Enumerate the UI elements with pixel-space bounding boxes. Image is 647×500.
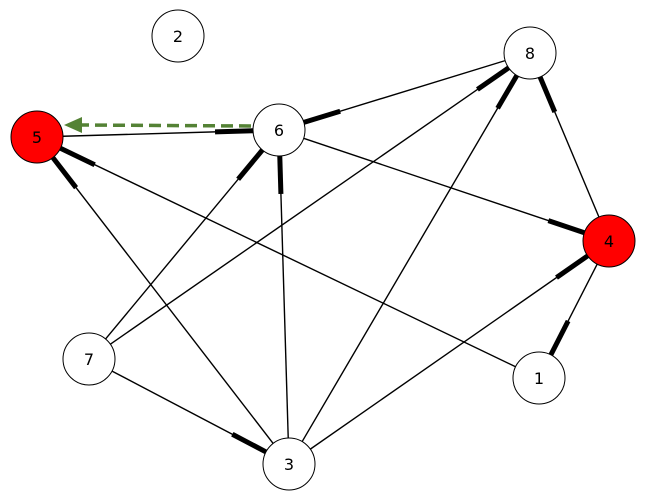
edge-weight-mark [475, 65, 511, 92]
node-label: 8 [525, 44, 535, 63]
node-circle [151, 9, 205, 63]
edge-8-7 [109, 65, 511, 345]
edge-4-3 [309, 253, 590, 450]
edge-weight-mark [548, 319, 571, 356]
node-circle [503, 26, 557, 80]
node-6[interactable]: 6 [252, 103, 306, 157]
edge-5-1 [59, 145, 516, 368]
edge-weight-mark [231, 432, 268, 455]
edge-weight-mark [495, 74, 520, 110]
nodes-layer: 1 2 3 4 5 6 7 8 [10, 9, 636, 491]
edge-weight-mark [547, 218, 586, 236]
node-3[interactable]: 3 [262, 437, 316, 491]
edge-6-8 [303, 59, 506, 125]
edge-6-7 [105, 148, 265, 340]
node-circle [252, 103, 306, 157]
edge-8-3 [301, 74, 520, 442]
node-label: 4 [604, 232, 614, 251]
node-circle [512, 351, 566, 405]
node-label: 2 [173, 27, 183, 46]
edge-weight-mark [236, 148, 265, 181]
node-label: 1 [534, 369, 544, 388]
node-circle [582, 214, 636, 268]
node-7[interactable]: 7 [62, 332, 116, 386]
node-2[interactable]: 2 [151, 9, 205, 63]
edges-layer [50, 59, 600, 455]
edge-weight-mark [303, 108, 341, 125]
node-8[interactable]: 8 [503, 26, 557, 80]
edge-7-3 [111, 370, 268, 455]
arrow-head [64, 117, 82, 133]
edge-4-8 [537, 76, 600, 218]
edge-weight-mark [277, 155, 284, 195]
edge-5-3 [50, 156, 274, 444]
edge-weight-mark [59, 145, 96, 167]
highlight-arrow [64, 117, 252, 133]
node-label: 6 [274, 121, 284, 140]
highlight-arrow-layer [64, 117, 252, 133]
edge-weight-mark [50, 156, 79, 190]
edge-6-4 [303, 137, 586, 236]
edge-6-3 [277, 155, 289, 439]
edge-weight-mark [537, 76, 558, 113]
node-5[interactable]: 5 [10, 110, 64, 164]
edge-6-5 [62, 128, 254, 137]
node-label: 5 [32, 128, 42, 147]
edge-weight-mark [214, 128, 254, 135]
edge-4-1 [548, 263, 598, 356]
node-circle [62, 332, 116, 386]
node-1[interactable]: 1 [512, 351, 566, 405]
node-label: 3 [284, 455, 294, 474]
node-circle [262, 437, 316, 491]
node-4[interactable]: 4 [582, 214, 636, 268]
edge-weight-mark [555, 253, 590, 280]
node-circle [10, 110, 64, 164]
node-label: 7 [84, 350, 94, 369]
